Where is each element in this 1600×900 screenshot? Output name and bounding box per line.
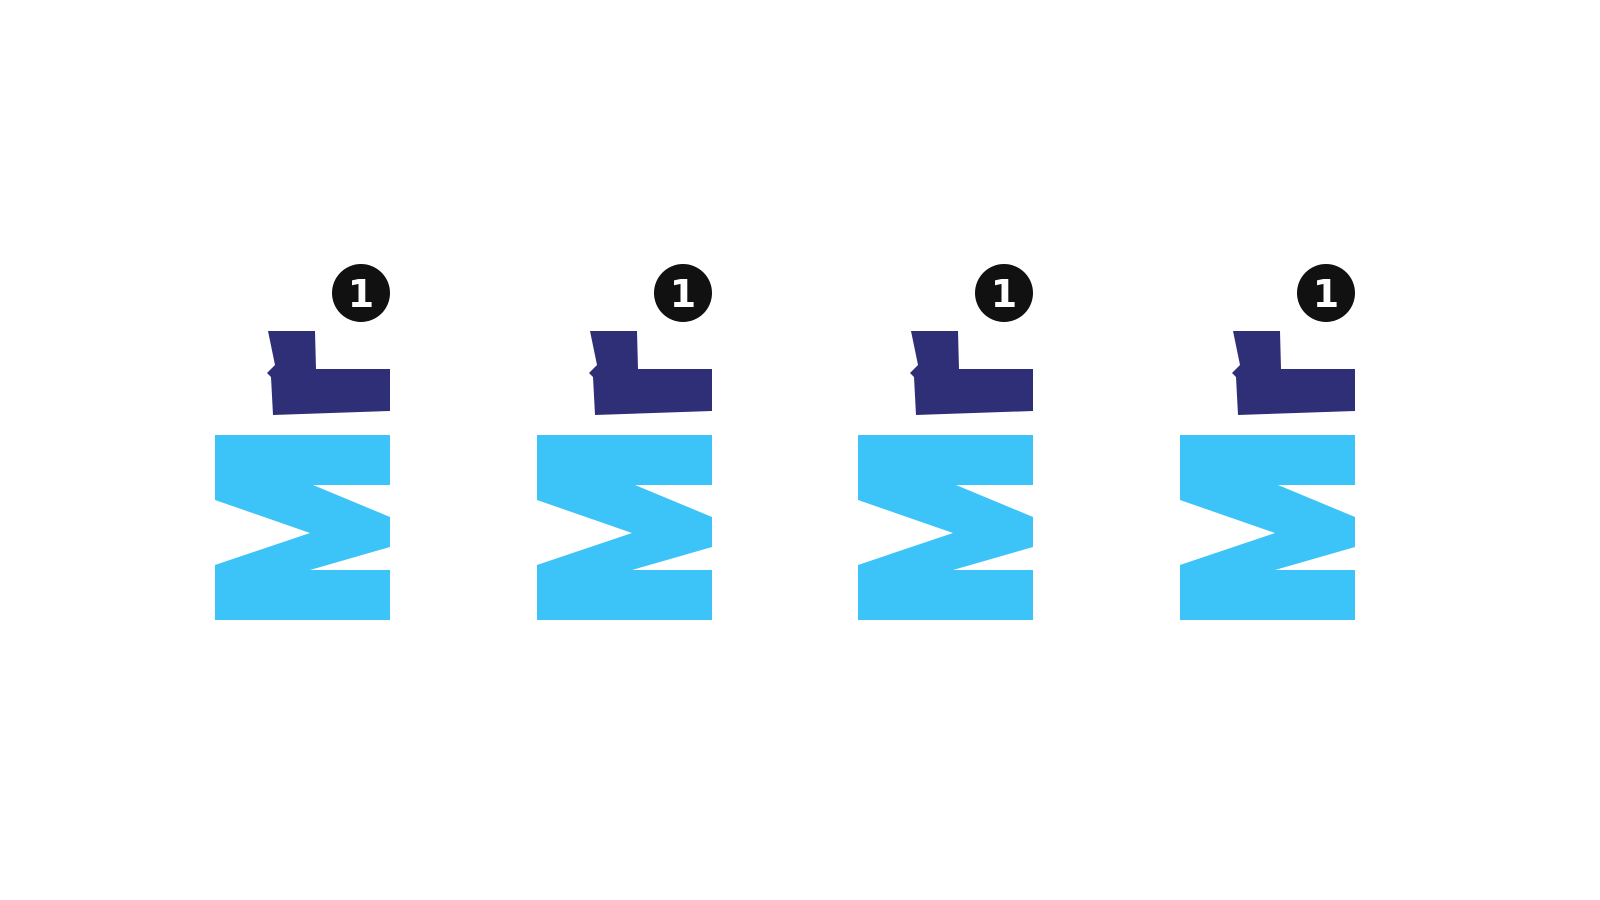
mr-logo: 1 <box>537 264 717 625</box>
m-letter-shape <box>215 435 390 620</box>
m-letter-shape <box>1180 435 1355 620</box>
r-letter-shape <box>267 331 390 415</box>
mr-logo: 1 <box>858 264 1038 625</box>
mr-logo: 1 <box>215 264 395 625</box>
r-letter-shape <box>589 331 712 415</box>
mr-logo-graphic: 1 <box>537 264 712 620</box>
mr-logo-graphic: 1 <box>858 264 1033 620</box>
m-letter-shape <box>858 435 1033 620</box>
r-letter-shape <box>1232 331 1355 415</box>
m-letter-shape <box>537 435 712 620</box>
badge-number: 1 <box>348 272 374 316</box>
mr-logo-graphic: 1 <box>1180 264 1355 620</box>
badge-one-icon: 1 <box>1297 264 1355 322</box>
badge-one-icon: 1 <box>975 264 1033 322</box>
badge-number: 1 <box>670 272 696 316</box>
mr-logo: 1 <box>1180 264 1360 625</box>
badge-number: 1 <box>991 272 1017 316</box>
badge-one-icon: 1 <box>654 264 712 322</box>
mr-logo-graphic: 1 <box>215 264 390 620</box>
badge-one-icon: 1 <box>332 264 390 322</box>
badge-number: 1 <box>1313 272 1339 316</box>
r-letter-shape <box>910 331 1033 415</box>
